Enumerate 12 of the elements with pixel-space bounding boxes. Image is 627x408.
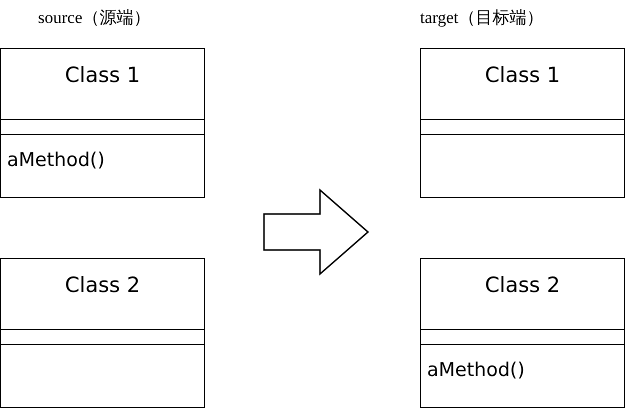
method-name: aMethod() <box>427 359 525 381</box>
class-name: Class 2 <box>484 273 562 297</box>
method-name: aMethod() <box>7 149 105 171</box>
class-name: Class 1 <box>484 63 562 87</box>
class-box <box>420 48 625 198</box>
class-name: Class 1 <box>64 63 142 87</box>
class-box <box>420 258 625 408</box>
class-box <box>0 48 205 198</box>
column-heading: source（源端） <box>38 7 150 29</box>
column-heading: target（目标端） <box>420 7 544 29</box>
class-name: Class 2 <box>64 273 142 297</box>
class-box <box>0 258 205 408</box>
